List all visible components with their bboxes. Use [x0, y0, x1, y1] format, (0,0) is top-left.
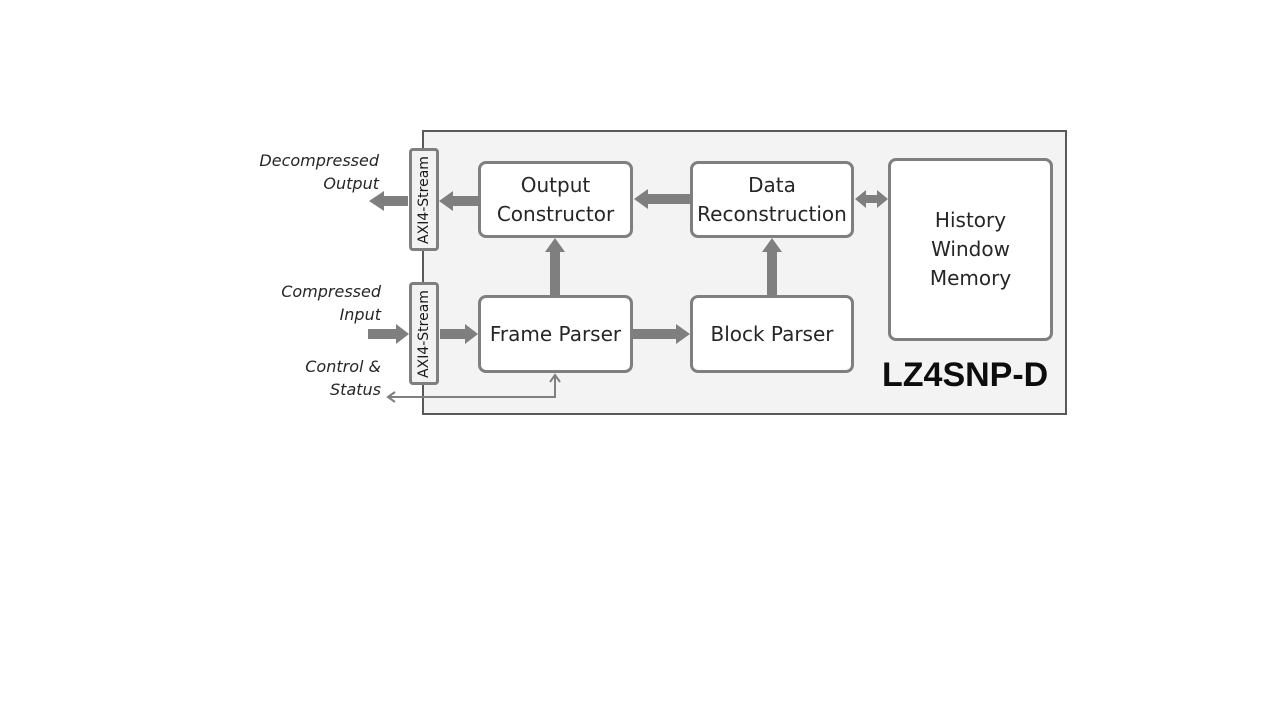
- data-recon-history-double-arrow: [855, 190, 888, 208]
- data-recon-to-output-arrow: [634, 189, 690, 209]
- frame-parser-block: Frame Parser: [478, 295, 633, 373]
- axi-to-frame-parser-arrow: [440, 324, 478, 344]
- control-status-label: Control & Status: [305, 357, 381, 399]
- block-parser-to-data-recon-arrow: [762, 238, 782, 295]
- axi4-stream-input-interface: AXI4-Stream: [409, 282, 439, 385]
- compressed-input-label: Compressed Input: [281, 282, 381, 324]
- output-constructor-block: Output Constructor: [478, 161, 633, 238]
- frame-parser-to-block-parser-arrow: [633, 324, 690, 344]
- frame-parser-to-output-arrow: [545, 238, 565, 295]
- output-constructor-to-axi-arrow: [439, 191, 478, 211]
- block-parser-block: Block Parser: [690, 295, 854, 373]
- core-title: LZ4SNP-D: [882, 356, 1049, 394]
- control-status-line: [386, 373, 561, 403]
- history-window-memory-block: History Window Memory: [888, 158, 1053, 341]
- axi4-stream-output-interface: AXI4-Stream: [409, 148, 439, 251]
- decompressed-output-arrow: [369, 191, 408, 211]
- decompressed-output-label: Decompressed Output: [259, 151, 379, 193]
- compressed-input-arrow: [368, 324, 409, 344]
- data-reconstruction-block: Data Reconstruction: [690, 161, 854, 238]
